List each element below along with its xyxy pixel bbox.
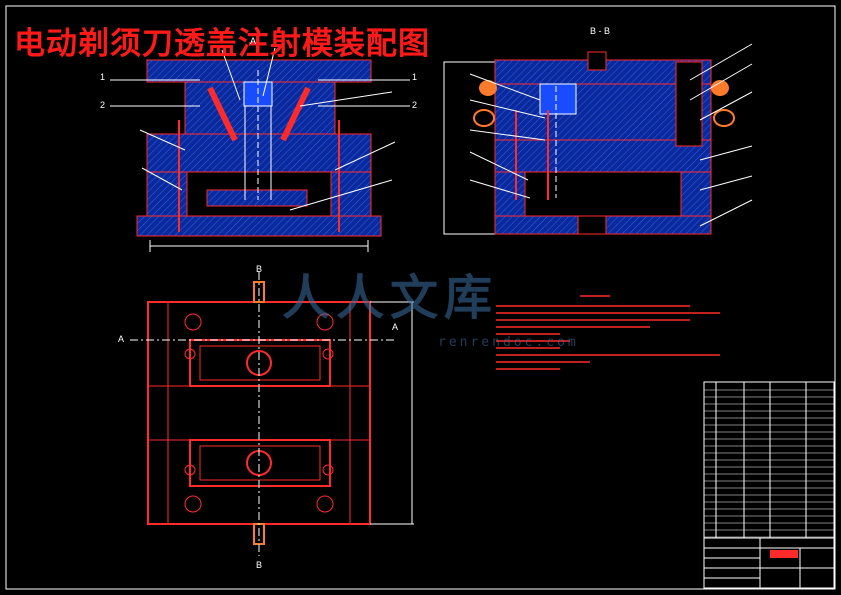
drawing-frame bbox=[5, 5, 836, 590]
drawing-title: 电动剃须刀透盖注射模装配图 bbox=[14, 26, 430, 62]
plan-view bbox=[130, 272, 414, 556]
callout-right-1: 1 bbox=[412, 72, 418, 82]
section-mark-b-bottom: B bbox=[256, 560, 263, 570]
callout-right-2: 2 bbox=[412, 100, 418, 110]
section-mark-a-right: A bbox=[392, 322, 399, 332]
watermark-brand: 人人文库 bbox=[282, 270, 499, 326]
side-section-view bbox=[443, 43, 753, 235]
section-mark-bb: B - B bbox=[590, 26, 611, 36]
parts-list-rows bbox=[704, 389, 834, 538]
section-mark-a-left: A bbox=[118, 334, 125, 344]
title-block bbox=[703, 537, 835, 589]
title-block-mark bbox=[770, 550, 798, 558]
callout-left-1: 1 bbox=[100, 72, 106, 82]
section-mark-b-top: B bbox=[256, 264, 263, 274]
technical-notes bbox=[496, 295, 720, 370]
callout-left-2: 2 bbox=[100, 100, 106, 110]
watermark-url: renrendoc.com bbox=[438, 335, 579, 350]
section-mark-a-top: A bbox=[250, 36, 257, 46]
front-section-view bbox=[110, 47, 410, 252]
